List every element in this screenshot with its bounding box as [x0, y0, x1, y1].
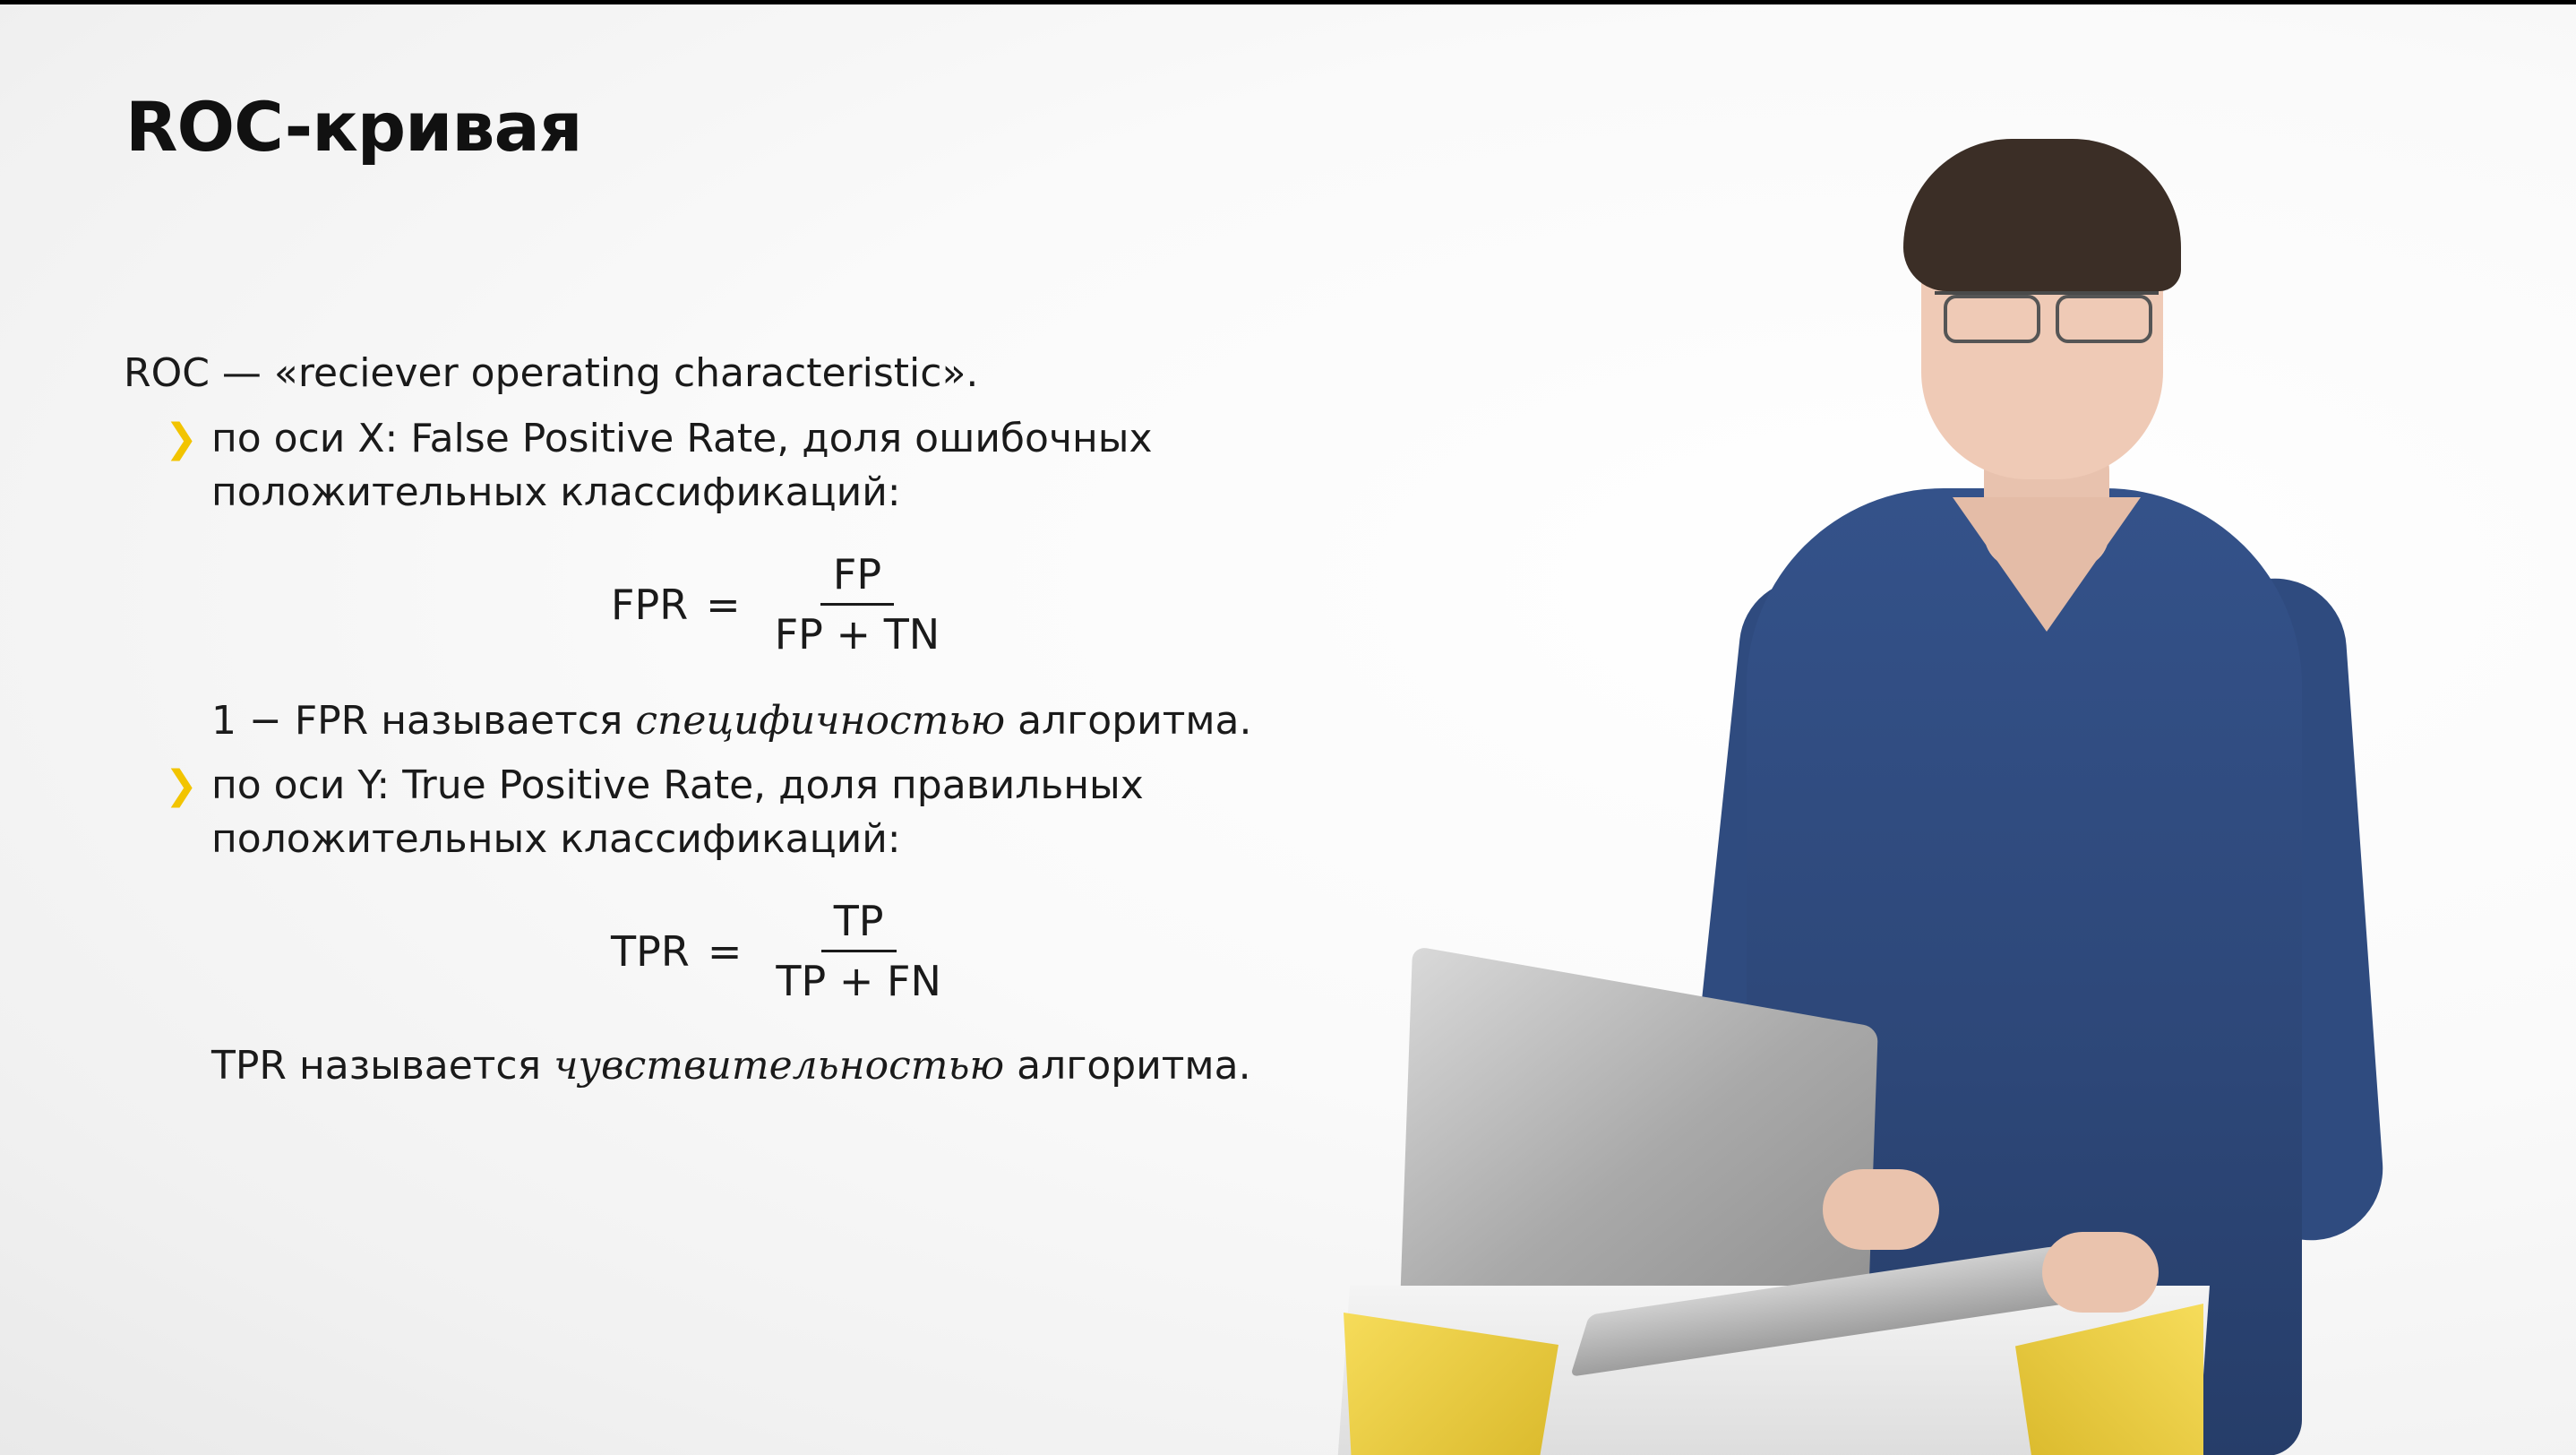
formula-lhs: TPR	[611, 926, 690, 976]
formula-denominator: FP + TN	[774, 610, 940, 659]
intro-line: ROC — «reciever operating characteristic…	[124, 350, 979, 396]
bullet-line: по оси X: False Positive Rate, доля ошиб…	[211, 416, 1153, 461]
bullet-marker-icon: ❯	[165, 762, 198, 808]
bullet-text-fpr: по оси X: False Positive Rate, доля ошиб…	[211, 412, 1250, 520]
bullet-text-tpr: по оси Y: True Positive Rate, доля прави…	[211, 759, 1250, 866]
presenter-scene	[1326, 112, 2576, 1455]
presenter-left-hand	[1823, 1169, 1939, 1250]
formula-fraction: TP TP + FN	[763, 898, 954, 1004]
note-prefix: 1 − FPR называется	[211, 698, 636, 744]
glasses-lens	[2056, 295, 2152, 343]
presenter-right-hand	[2042, 1232, 2159, 1313]
bullet-line: положительных классификаций:	[211, 816, 901, 862]
bullet-marker-icon: ❯	[165, 416, 198, 461]
note-suffix: алгоритма.	[1004, 1043, 1251, 1089]
formula-numerator: FP	[820, 551, 895, 606]
bullet-line: положительных классификаций:	[211, 469, 901, 515]
glasses-icon	[1935, 291, 2159, 343]
note-term: специфичностью	[635, 698, 1006, 744]
note-prefix: TPR называется	[211, 1043, 554, 1089]
formula-fraction: FP FP + TN	[762, 551, 953, 658]
note-suffix: алгоритма.	[1005, 698, 1252, 744]
slide-title: ROC-кривая	[125, 87, 583, 167]
formula-denominator: TP + FN	[776, 957, 941, 1005]
formula-equals: =	[707, 926, 743, 976]
formula-numerator: TP	[820, 898, 897, 952]
video-frame: ROC-кривая ROC — «reciever operating cha…	[0, 4, 2576, 1455]
presenter-hair	[1903, 139, 2181, 291]
note-term: чувствительностью	[554, 1043, 1005, 1089]
tpr-formula: TPR = TP TP + FN	[611, 898, 954, 1004]
specificity-note: 1 − FPR называется специфичностью алгори…	[211, 694, 1252, 748]
fpr-formula: FPR = FP FP + TN	[611, 551, 952, 658]
formula-equals: =	[706, 580, 741, 629]
presenter-vneck	[1953, 497, 2141, 632]
glasses-lens	[1944, 295, 2040, 343]
bullet-line: по оси Y: True Positive Rate, доля прави…	[211, 762, 1144, 808]
formula-lhs: FPR	[611, 580, 689, 629]
sensitivity-note: TPR называется чувствительностью алгорит…	[211, 1039, 1251, 1093]
